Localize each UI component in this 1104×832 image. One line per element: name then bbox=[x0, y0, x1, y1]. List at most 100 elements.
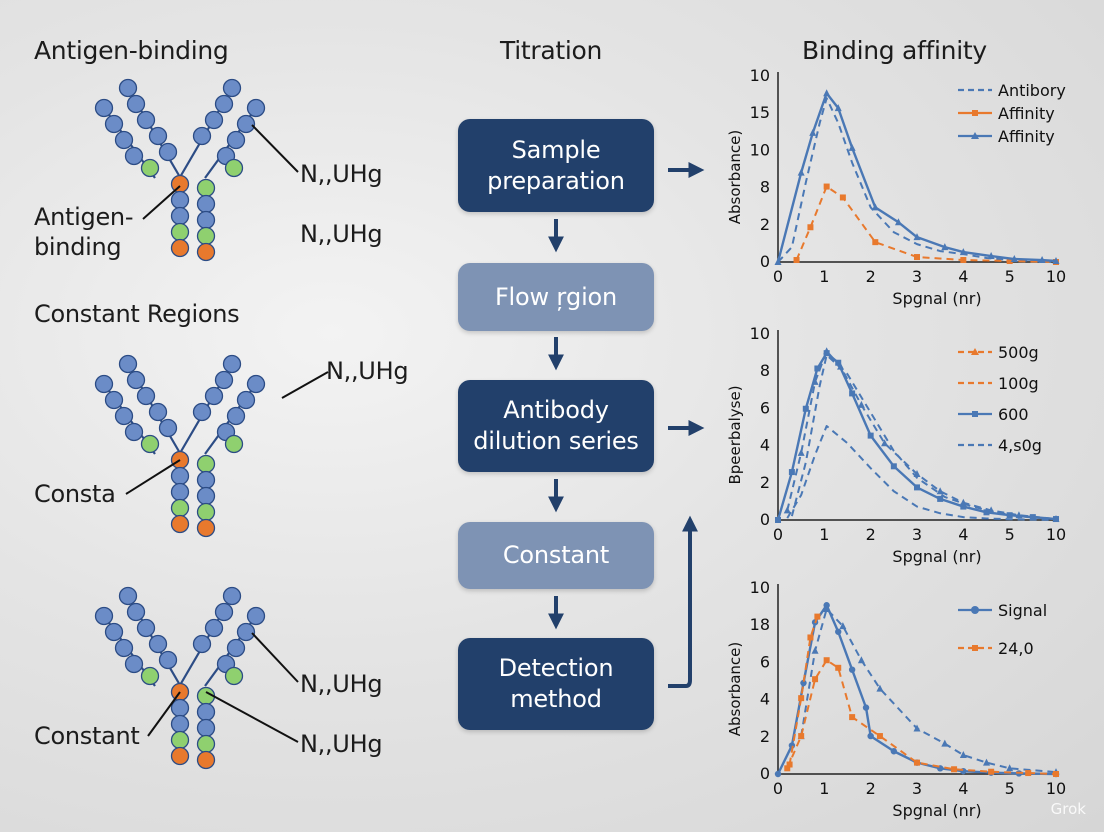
antibody-structure-3 bbox=[94, 586, 266, 770]
leader-line-n5 bbox=[205, 691, 299, 743]
data-point bbox=[867, 432, 874, 439]
y-tick-label: 10 bbox=[750, 66, 770, 85]
legend-label: Affinity bbox=[998, 127, 1055, 146]
light-chain-constant-bead bbox=[140, 666, 160, 686]
legend-label: Affinity bbox=[998, 104, 1055, 123]
x-tick-label: 10 bbox=[1046, 267, 1066, 286]
y-axis-label: Absorbance) bbox=[726, 130, 744, 225]
data-point bbox=[871, 203, 879, 211]
heavy-chain-bead bbox=[148, 126, 168, 146]
label-n-uhg-5: N,,UHg bbox=[300, 730, 383, 758]
data-point bbox=[914, 759, 920, 766]
heavy-chain-bead bbox=[214, 370, 234, 390]
y-axis-label: Absorbance) bbox=[726, 642, 744, 737]
series-line bbox=[790, 354, 1057, 521]
fc-bead bbox=[196, 750, 216, 770]
light-chain-bead bbox=[236, 114, 256, 134]
legend-marker bbox=[972, 645, 978, 651]
light-chain-bead bbox=[226, 130, 246, 150]
step-constant: Constant bbox=[458, 522, 654, 589]
watermark: Grok bbox=[1050, 800, 1086, 818]
heavy-chain-bead bbox=[126, 370, 146, 390]
step-flow-region: Flow ŗgion bbox=[458, 263, 654, 331]
data-point bbox=[788, 469, 795, 476]
data-point bbox=[914, 254, 920, 261]
light-chain-constant-bead bbox=[140, 158, 160, 178]
x-tick-label: 5 bbox=[1005, 525, 1015, 544]
light-chain-bead bbox=[94, 374, 114, 394]
data-point bbox=[835, 664, 842, 671]
data-point bbox=[987, 252, 995, 260]
x-tick-label: 5 bbox=[1005, 267, 1015, 286]
data-point bbox=[797, 168, 805, 176]
x-tick-label: 3 bbox=[912, 779, 922, 798]
y-tick-label: 4 bbox=[760, 690, 770, 709]
binding-affinity-heading: Binding affinity bbox=[802, 36, 987, 65]
data-point bbox=[941, 243, 949, 251]
x-tick-label: 10 bbox=[1046, 525, 1066, 544]
heavy-chain-bead bbox=[204, 386, 224, 406]
light-chain-bead bbox=[124, 422, 144, 442]
data-point bbox=[814, 365, 821, 372]
heavy-chain-bead bbox=[222, 586, 242, 606]
data-point bbox=[857, 656, 865, 664]
y-tick-label: 10 bbox=[750, 578, 770, 597]
y-tick-label: 2 bbox=[760, 215, 770, 234]
data-point bbox=[786, 761, 793, 768]
data-point bbox=[960, 257, 967, 264]
y-tick-label: 2 bbox=[760, 473, 770, 492]
light-chain-bead bbox=[246, 98, 266, 118]
data-point bbox=[793, 257, 800, 264]
legend-label: 100g bbox=[998, 374, 1039, 393]
data-point bbox=[834, 104, 842, 112]
series-line bbox=[776, 351, 1057, 521]
heavy-chain-bead bbox=[118, 354, 138, 374]
data-point bbox=[800, 679, 807, 687]
data-point bbox=[807, 634, 814, 641]
light-chain-bead bbox=[246, 374, 266, 394]
data-point bbox=[951, 766, 958, 773]
x-tick-label: 4 bbox=[958, 267, 968, 286]
titration-heading: Titration bbox=[500, 36, 603, 65]
heavy-chain-bead bbox=[214, 602, 234, 622]
leader-line-constant bbox=[147, 691, 181, 737]
legend-label: Signal bbox=[998, 601, 1047, 620]
x-tick-label: 2 bbox=[866, 525, 876, 544]
heavy-chain-bead bbox=[136, 110, 156, 130]
data-point bbox=[837, 362, 845, 370]
y-tick-label: 15 bbox=[750, 103, 770, 122]
data-point bbox=[959, 751, 967, 759]
fc-bead bbox=[196, 518, 216, 538]
y-tick-label: 0 bbox=[760, 510, 770, 529]
data-point bbox=[1006, 512, 1013, 519]
data-point bbox=[890, 463, 897, 470]
data-point bbox=[823, 605, 831, 613]
y-axis-label: Bpeerbalyse) bbox=[726, 385, 744, 484]
series-line bbox=[777, 97, 1057, 263]
heavy-chain-bead bbox=[192, 634, 212, 654]
y-tick-label: 18 bbox=[750, 615, 770, 634]
step-antibody-dilution-line2: dilution series bbox=[473, 427, 639, 455]
step-sample-preparation-line2: preparation bbox=[487, 166, 625, 195]
data-point bbox=[1006, 764, 1014, 772]
data-point bbox=[814, 613, 821, 620]
step-detection-method-line1: Detection bbox=[498, 654, 614, 682]
heavy-chain-bead bbox=[148, 634, 168, 654]
series-line bbox=[786, 659, 1057, 775]
legend-marker bbox=[972, 411, 978, 417]
data-point bbox=[823, 657, 830, 664]
data-point bbox=[913, 724, 921, 732]
data-point bbox=[876, 733, 883, 740]
light-chain-bead bbox=[226, 638, 246, 658]
x-tick-label: 1 bbox=[819, 267, 829, 286]
fc-bead bbox=[170, 238, 190, 258]
data-point bbox=[936, 487, 944, 495]
light-chain-bead bbox=[236, 390, 256, 410]
heavy-chain-bead bbox=[204, 110, 224, 130]
legend-marker bbox=[972, 110, 978, 116]
light-chain-constant-bead bbox=[224, 666, 244, 686]
light-chain-bead bbox=[246, 606, 266, 626]
data-point bbox=[807, 224, 814, 231]
